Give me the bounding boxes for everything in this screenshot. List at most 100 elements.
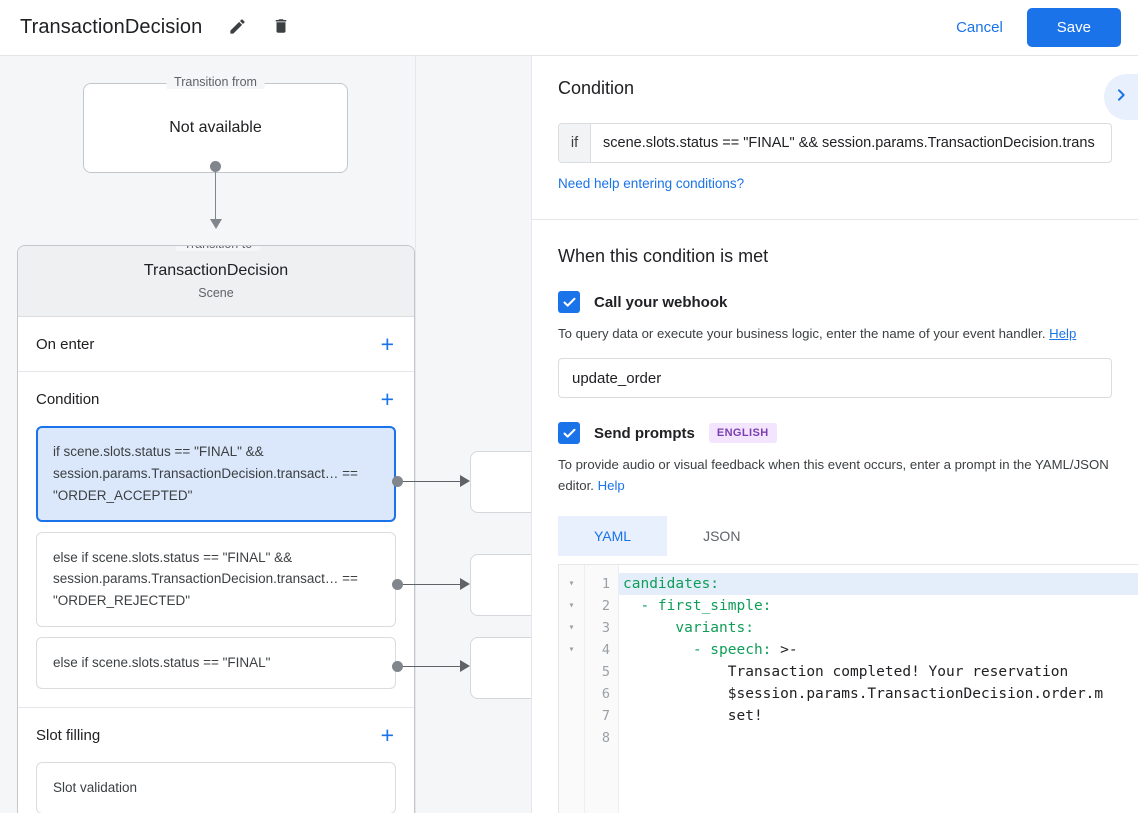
save-button[interactable]: Save bbox=[1026, 8, 1121, 47]
condition-3-connector-line bbox=[398, 665, 462, 668]
code-line[interactable]: $session.params.TransactionDecision.orde… bbox=[619, 683, 1138, 705]
condition-expression-input[interactable]: scene.slots.status == "FINAL" && session… bbox=[603, 135, 1095, 151]
prompts-description: To provide audio or visual feedback when… bbox=[558, 455, 1110, 496]
need-help-conditions-link[interactable]: Need help entering conditions? bbox=[558, 176, 745, 191]
edit-name-button[interactable] bbox=[224, 15, 250, 41]
transition-from-box: Transition from Not available bbox=[83, 75, 348, 173]
fold-toggle-icon bbox=[559, 727, 584, 749]
add-on-enter-button[interactable]: + bbox=[380, 330, 394, 357]
code-line[interactable]: - first_simple: bbox=[619, 595, 1138, 617]
editor-fold-column[interactable]: ▾ ▾ ▾ ▾ bbox=[559, 565, 585, 813]
canvas-guide-line bbox=[415, 56, 416, 813]
prompts-label: Send prompts bbox=[594, 424, 695, 442]
code-line[interactable]: Transaction completed! Your reservation bbox=[619, 661, 1138, 683]
connector-arrow-down bbox=[209, 219, 222, 229]
yaml-key-token: variants: bbox=[623, 620, 754, 637]
yaml-key-token: - first_simple: bbox=[623, 598, 772, 615]
when-condition-met-section: When this condition is met Call your web… bbox=[532, 220, 1138, 557]
section-on-enter: On enter + bbox=[18, 317, 414, 372]
code-line[interactable]: - speech: >- bbox=[619, 639, 1138, 661]
condition-card-1[interactable]: if scene.slots.status == "FINAL" && sess… bbox=[36, 426, 396, 522]
target-node-1[interactable] bbox=[470, 451, 531, 513]
condition-section: Condition if scene.slots.status == "FINA… bbox=[532, 56, 1138, 193]
webhook-label: Call your webhook bbox=[594, 293, 728, 311]
topbar-actions: Cancel Save bbox=[942, 8, 1121, 47]
yaml-value-token: Transaction completed! Your reservation bbox=[623, 664, 1069, 681]
webhook-description: To query data or execute your business l… bbox=[558, 324, 1112, 344]
if-label: if bbox=[559, 124, 591, 162]
condition-1-connector-dot bbox=[392, 476, 403, 487]
transition-from-legend: Transition from bbox=[166, 75, 265, 89]
code-line[interactable]: set! bbox=[619, 705, 1138, 727]
condition-card-2[interactable]: else if scene.slots.status == "FINAL" &&… bbox=[36, 531, 396, 628]
section-slot-filling: Slot filling + Slot validation bbox=[18, 708, 414, 813]
webhook-row: Call your webhook bbox=[558, 291, 1112, 313]
line-number: 1 bbox=[601, 576, 610, 593]
prompts-checkbox[interactable] bbox=[558, 422, 580, 445]
fold-toggle-icon[interactable]: ▾ bbox=[568, 578, 575, 590]
prompts-description-text: To provide audio or visual feedback when… bbox=[558, 457, 1109, 493]
fold-toggle-icon[interactable]: ▾ bbox=[568, 600, 575, 612]
editor-format-tabs: YAML JSON bbox=[558, 516, 1112, 557]
line-number: 7 bbox=[601, 708, 610, 725]
fold-toggle-icon[interactable]: ▾ bbox=[568, 622, 575, 634]
line-number: 2 bbox=[601, 598, 610, 615]
code-line[interactable]: variants: bbox=[619, 617, 1138, 639]
line-number: 4 bbox=[601, 642, 610, 659]
webhook-description-text: To query data or execute your business l… bbox=[558, 326, 1046, 341]
line-number: 3 bbox=[601, 620, 610, 637]
yaml-value-token: >- bbox=[771, 642, 798, 659]
yaml-key-token: candidates: bbox=[623, 576, 720, 593]
section-title-slot-filling: Slot filling bbox=[36, 726, 101, 744]
connector-line-vertical bbox=[214, 166, 217, 221]
code-line[interactable]: candidates: bbox=[619, 573, 1138, 596]
condition-3-connector-arrow bbox=[460, 660, 470, 672]
section-condition: Condition + if scene.slots.status == "FI… bbox=[18, 372, 414, 709]
scene-type: Scene bbox=[198, 286, 234, 300]
trash-icon bbox=[272, 17, 290, 38]
condition-input-row[interactable]: if scene.slots.status == "FINAL" && sess… bbox=[558, 123, 1112, 163]
panel-heading-condition: Condition bbox=[558, 78, 635, 98]
panel-heading-when-met: When this condition is met bbox=[558, 246, 769, 266]
line-number: 8 bbox=[601, 730, 610, 747]
pencil-icon bbox=[228, 17, 247, 39]
target-node-3[interactable] bbox=[470, 637, 531, 699]
code-line[interactable] bbox=[619, 727, 1138, 749]
details-panel: Condition if scene.slots.status == "FINA… bbox=[531, 56, 1138, 813]
expand-panel-button[interactable] bbox=[1104, 74, 1138, 120]
add-condition-button[interactable]: + bbox=[380, 385, 394, 412]
scene-graph-canvas: Transition from Not available Transition… bbox=[0, 56, 531, 813]
editor-code-area[interactable]: candidates: - first_simple: variants: - … bbox=[619, 565, 1138, 813]
chevron-right-icon bbox=[1113, 87, 1129, 108]
add-slot-filling-button[interactable]: + bbox=[380, 721, 394, 748]
section-title-condition: Condition bbox=[36, 390, 100, 408]
yaml-value-token: $session.params.TransactionDecision.orde… bbox=[623, 686, 1104, 703]
fold-toggle-icon[interactable]: ▾ bbox=[568, 644, 575, 656]
fold-toggle-icon bbox=[559, 661, 584, 683]
panel-divider bbox=[532, 219, 1138, 220]
prompts-help-link[interactable]: Help bbox=[597, 477, 625, 493]
scene-name: TransactionDecision bbox=[143, 262, 289, 279]
delete-button[interactable] bbox=[268, 15, 294, 41]
webhook-checkbox[interactable] bbox=[558, 291, 580, 313]
section-title-on-enter: On enter bbox=[36, 335, 95, 353]
condition-2-connector-arrow bbox=[460, 578, 470, 590]
cancel-button[interactable]: Cancel bbox=[942, 10, 1017, 45]
tab-json[interactable]: JSON bbox=[667, 516, 776, 556]
slot-validation-card[interactable]: Slot validation bbox=[36, 762, 396, 813]
yaml-value-token: set! bbox=[623, 708, 763, 725]
transition-to-box: Transition to TransactionDecision Scene … bbox=[17, 245, 415, 813]
condition-3-connector-dot bbox=[392, 661, 403, 672]
condition-2-connector-dot bbox=[392, 579, 403, 590]
condition-card-3[interactable]: else if scene.slots.status == "FINAL" bbox=[36, 637, 396, 690]
transition-to-legend: Transition to bbox=[175, 245, 261, 251]
condition-1-connector-arrow bbox=[460, 475, 470, 487]
condition-2-connector-line bbox=[398, 583, 462, 586]
target-node-2[interactable] bbox=[470, 554, 531, 616]
tab-yaml[interactable]: YAML bbox=[558, 516, 668, 557]
webhook-help-link[interactable]: Help bbox=[1049, 326, 1077, 341]
webhook-handler-input[interactable] bbox=[558, 358, 1112, 399]
fold-toggle-icon bbox=[559, 683, 584, 705]
condition-1-connector-line bbox=[398, 480, 462, 483]
